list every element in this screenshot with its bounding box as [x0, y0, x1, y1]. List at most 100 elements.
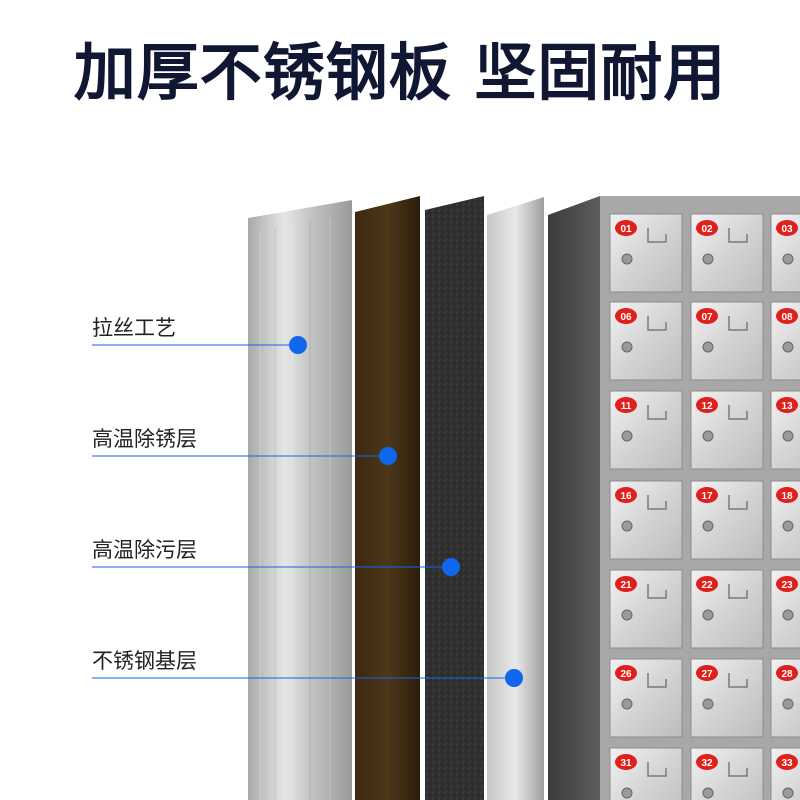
locker-number: 11: [621, 401, 632, 412]
locker-number: 02: [701, 224, 713, 235]
locker-door: 33: [770, 747, 800, 800]
locker-handle-icon: [647, 495, 667, 510]
locker-number: 03: [781, 224, 793, 235]
locker-door: 12: [690, 390, 764, 470]
keyhole-icon: [702, 341, 714, 353]
locker-number-badge: [696, 308, 718, 324]
locker-number-badge: [776, 576, 798, 592]
keyhole-icon: [621, 520, 633, 532]
locker-handle-icon: [647, 405, 667, 420]
locker-number: 01: [620, 224, 632, 235]
locker-number-badge: [776, 665, 798, 681]
locker-door: 02: [690, 213, 764, 293]
locker-handle-icon: [647, 762, 667, 777]
locker-number-badge: [696, 665, 718, 681]
locker-door: 13: [770, 390, 800, 470]
callout-dot-2: [379, 447, 397, 465]
locker-door: 22: [690, 569, 764, 649]
keyhole-icon: [621, 253, 633, 265]
locker-number-badge: [696, 576, 718, 592]
keyhole-icon: [702, 698, 714, 710]
keyhole-icon: [621, 609, 633, 621]
keyhole-icon: [782, 787, 794, 799]
locker-number-badge: [696, 487, 718, 503]
keyhole-icon: [621, 787, 633, 799]
locker-number: 07: [701, 312, 713, 323]
locker-number: 21: [620, 580, 632, 591]
locker-number: 28: [781, 669, 793, 680]
locker-handle-icon: [647, 673, 667, 688]
keyhole-icon: [621, 341, 633, 353]
keyhole-icon: [782, 609, 794, 621]
locker-door: 26: [609, 658, 683, 738]
locker-handle-icon: [728, 762, 748, 777]
layer-brushed-finish: [248, 200, 352, 800]
locker-number-badge: [615, 487, 637, 503]
layer-stainless-base: [487, 197, 544, 800]
locker-number: 32: [701, 758, 713, 769]
label-brushed-finish: 拉丝工艺: [92, 316, 176, 340]
keyhole-icon: [782, 520, 794, 532]
locker-door: 31: [609, 747, 683, 800]
locker-door: 07: [690, 301, 764, 381]
locker-number: 22: [701, 580, 713, 591]
locker-number: 12: [701, 401, 713, 412]
locker-number: 31: [620, 758, 632, 769]
locker-door: 17: [690, 480, 764, 560]
label-stainless-base: 不锈钢基层: [92, 649, 197, 673]
locker-handle-icon: [728, 405, 748, 420]
keyhole-icon: [702, 609, 714, 621]
keyhole-icon: [782, 341, 794, 353]
locker-door: 08: [770, 301, 800, 381]
locker-door: 16: [609, 480, 683, 560]
locker-number-badge: [696, 754, 718, 770]
locker-handle-icon: [647, 228, 667, 243]
locker-number-badge: [615, 220, 637, 236]
locker-handle-icon: [728, 495, 748, 510]
locker-door: 11: [609, 390, 683, 470]
locker-door: 28: [770, 658, 800, 738]
locker-number-badge: [776, 308, 798, 324]
locker-number-badge: [776, 754, 798, 770]
locker-number-badge: [615, 308, 637, 324]
locker-number-badge: [776, 397, 798, 413]
locker-door: 23: [770, 569, 800, 649]
locker-number: 08: [781, 312, 793, 323]
locker-number: 06: [620, 312, 632, 323]
keyhole-icon: [702, 253, 714, 265]
keyhole-icon: [702, 520, 714, 532]
brushed-texture: [259, 218, 331, 800]
locker-number-badge: [615, 754, 637, 770]
locker-number-badge: [615, 397, 637, 413]
locker-door: 18: [770, 480, 800, 560]
callout-dot-4: [505, 669, 523, 687]
callouts: [92, 336, 523, 687]
locker-number-badge: [776, 220, 798, 236]
keyhole-icon: [782, 430, 794, 442]
label-rust-removal: 高温除锈层: [92, 427, 197, 451]
keyhole-icon: [621, 430, 633, 442]
headline: 加厚不锈钢板 坚固耐用: [73, 36, 727, 109]
locker-door: 01: [609, 213, 683, 293]
locker-number: 26: [620, 669, 632, 680]
locker-number-badge: [696, 220, 718, 236]
label-decontamination: 高温除污层: [92, 538, 197, 562]
locker-number-badge: [615, 665, 637, 681]
locker-handle-icon: [647, 316, 667, 331]
locker-handle-icon: [647, 584, 667, 599]
locker-handle-icon: [728, 584, 748, 599]
locker-number-badge: [615, 576, 637, 592]
callout-dot-3: [442, 558, 460, 576]
locker-door: 03: [770, 213, 800, 293]
locker-number: 17: [701, 491, 713, 502]
locker-door: 27: [690, 658, 764, 738]
locker-number-badge: [776, 487, 798, 503]
locker-handle-icon: [728, 673, 748, 688]
locker-number: 16: [620, 491, 632, 502]
callout-dot-1: [289, 336, 307, 354]
locker-door: 06: [609, 301, 683, 381]
locker-number: 13: [781, 401, 793, 412]
locker-grid: 01 02 03 06 07 08 11 12 13 16 17 18 21 22 23 26 27 28 31 32…: [609, 213, 800, 800]
locker-handle-icon: [728, 316, 748, 331]
